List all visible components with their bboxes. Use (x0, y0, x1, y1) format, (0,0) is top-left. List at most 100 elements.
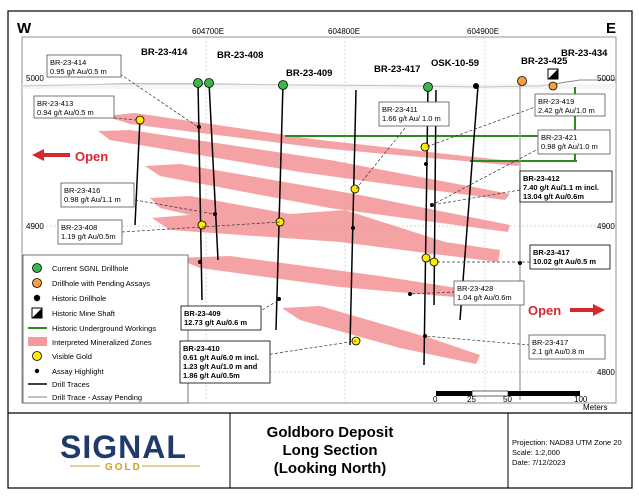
legend-label: Drill Trace - Assay Pending (52, 393, 142, 402)
drillhole-label: BR-23-434 (561, 48, 608, 59)
callout-assay-text: 2.1 g/t Au/0.8 m (532, 347, 585, 356)
collar-br-23-409 (278, 80, 288, 90)
callout-hole-id: BR-23-417 (533, 248, 570, 257)
easting-label: 604700E (192, 27, 224, 36)
scale-tick: 50 (503, 395, 512, 404)
callout-box-br414 (46, 54, 122, 78)
historic-drillhole-icon (33, 294, 41, 302)
callout-assay-text: 12.73 g/t Au/0.6 m (184, 318, 247, 327)
callout-hole-id: BR-23-416 (64, 186, 100, 195)
trace-br-23-408 (208, 81, 219, 261)
assay-highlights (197, 83, 522, 338)
callout-assay-text: 0.98 g/t Au/1.1 m (64, 195, 121, 204)
title-line-2: Long Section (283, 442, 378, 459)
callout-assay-text: 1.19 g/t Au/0.5m (61, 232, 116, 241)
title-line-3: (Looking North) (274, 460, 386, 477)
trace-br-23-409 (275, 83, 284, 331)
collar-br-23-408 (204, 78, 214, 88)
trace-br-23-410 (349, 89, 357, 346)
callout-hole-id: BR-23-413 (37, 99, 73, 108)
callout-hole-id: BR-23-419 (538, 97, 574, 106)
arrow-right-icon (570, 304, 605, 316)
mineralized-zones (98, 113, 520, 364)
legend-label: Interpreted Mineralized Zones (52, 338, 152, 347)
drillhole-label: OSK-10-59 (431, 58, 479, 69)
callout-hole-id: BR-23-428 (457, 284, 493, 293)
scale-bar (436, 390, 580, 397)
callout-assay-text: 1.66 g/t Au/ 1.0 m (382, 114, 441, 123)
callout-box-br409 (180, 305, 262, 331)
scale-tick: 0 (433, 395, 438, 404)
easting-label: 604900E (467, 27, 499, 36)
callout-assay-text: 1.86 g/t Au/0.5m (183, 371, 240, 380)
assay-dot (277, 297, 281, 301)
callout-hole-id: BR-23-417 (532, 338, 568, 347)
elevation-label: 4900 (26, 222, 44, 231)
drillhole-label: BR-23-408 (217, 50, 263, 61)
elevation-label: 5000 (26, 74, 44, 83)
zone-3 (145, 164, 510, 232)
assay-dot (198, 260, 202, 264)
callout-box-br411 (378, 101, 450, 127)
zone-5 (152, 214, 500, 262)
scale-tick: 25 (467, 395, 476, 404)
assay-dot (424, 162, 428, 166)
callout-box-br417b (528, 334, 606, 360)
assay-dot (518, 261, 522, 265)
legend-label: Visible Gold (52, 352, 92, 361)
projection-text: Projection: NAD83 UTM Zone 20 (512, 438, 622, 447)
callout-box-br410 (179, 340, 271, 384)
drillhole-label: BR-23-425 (521, 56, 568, 67)
logo-word: SIGNAL (60, 429, 187, 465)
logo: SIGNAL GOLD (60, 429, 200, 473)
legend-label: Current SGNL Drillhole (52, 264, 128, 273)
callout-assay-text: 0.61 g/t Au/6.0 m incl. (183, 353, 259, 362)
callout-assay-text: 0.98 g/t Au/1.0 m (541, 142, 598, 151)
date-text: Date: 7/12/2023 (512, 458, 565, 467)
zone-6 (176, 256, 470, 298)
open-label-right: Open (528, 303, 561, 318)
legend-label: Historic Mine Shaft (52, 309, 116, 318)
scale-unit: Meters (583, 403, 607, 412)
collar-br-23-434 (548, 81, 558, 91)
mine-shaft-legend-fill (32, 308, 42, 318)
callout-assay-text: 0.95 g/t Au/0.5 m (50, 67, 107, 76)
visible-gold-legend-icon (32, 351, 42, 361)
callout-assay-text: 13.04 g/t Au/0.6m (523, 192, 584, 201)
callout-hole-id: BR-23-414 (50, 58, 86, 67)
legend-label: Assay Highlight (52, 367, 105, 376)
callout-hole-id: BR-23-421 (541, 133, 577, 142)
legend-box (22, 254, 189, 404)
collar-br-23-414 (193, 78, 203, 88)
visible-gold (275, 217, 285, 227)
zone-2 (98, 130, 510, 200)
callout-hole-id: BR-23-409 (184, 309, 221, 318)
callout-assay-text: 1.04 g/t Au/0.6m (457, 293, 512, 302)
zone-7 (282, 306, 480, 364)
open-label-left: Open (75, 149, 108, 164)
assay-dot (351, 226, 355, 230)
overburden-band (22, 84, 616, 89)
callout-boxes (33, 54, 613, 384)
legend-label: Historic Drillhole (52, 294, 106, 303)
title-line-1: Goldboro Deposit (267, 424, 394, 441)
legend-symbols (28, 263, 47, 398)
callout-assay-text: 1.23 g/t Au/1.0 m and (183, 362, 258, 371)
logo-sub: GOLD (105, 462, 142, 473)
scale-seg-3 (508, 391, 580, 396)
assay-dot (197, 125, 201, 129)
scale-text: Scale: 1:2,000 (512, 448, 560, 457)
visible-gold-markers (135, 115, 439, 346)
elevation-label: 4800 (597, 368, 615, 377)
collar-br-23-417 (423, 82, 433, 92)
callout-assay-text: 2.42 g/t Au/1.0 m (538, 106, 595, 115)
callout-box-br419 (534, 93, 606, 117)
callout-box-br413 (33, 95, 115, 119)
trace-br-23-413 (134, 117, 141, 226)
zones-legend-icon (28, 337, 47, 346)
trace-br-23-414 (197, 81, 203, 301)
mine-shaft-fill (548, 69, 558, 79)
current-drillhole-icon (32, 263, 42, 273)
